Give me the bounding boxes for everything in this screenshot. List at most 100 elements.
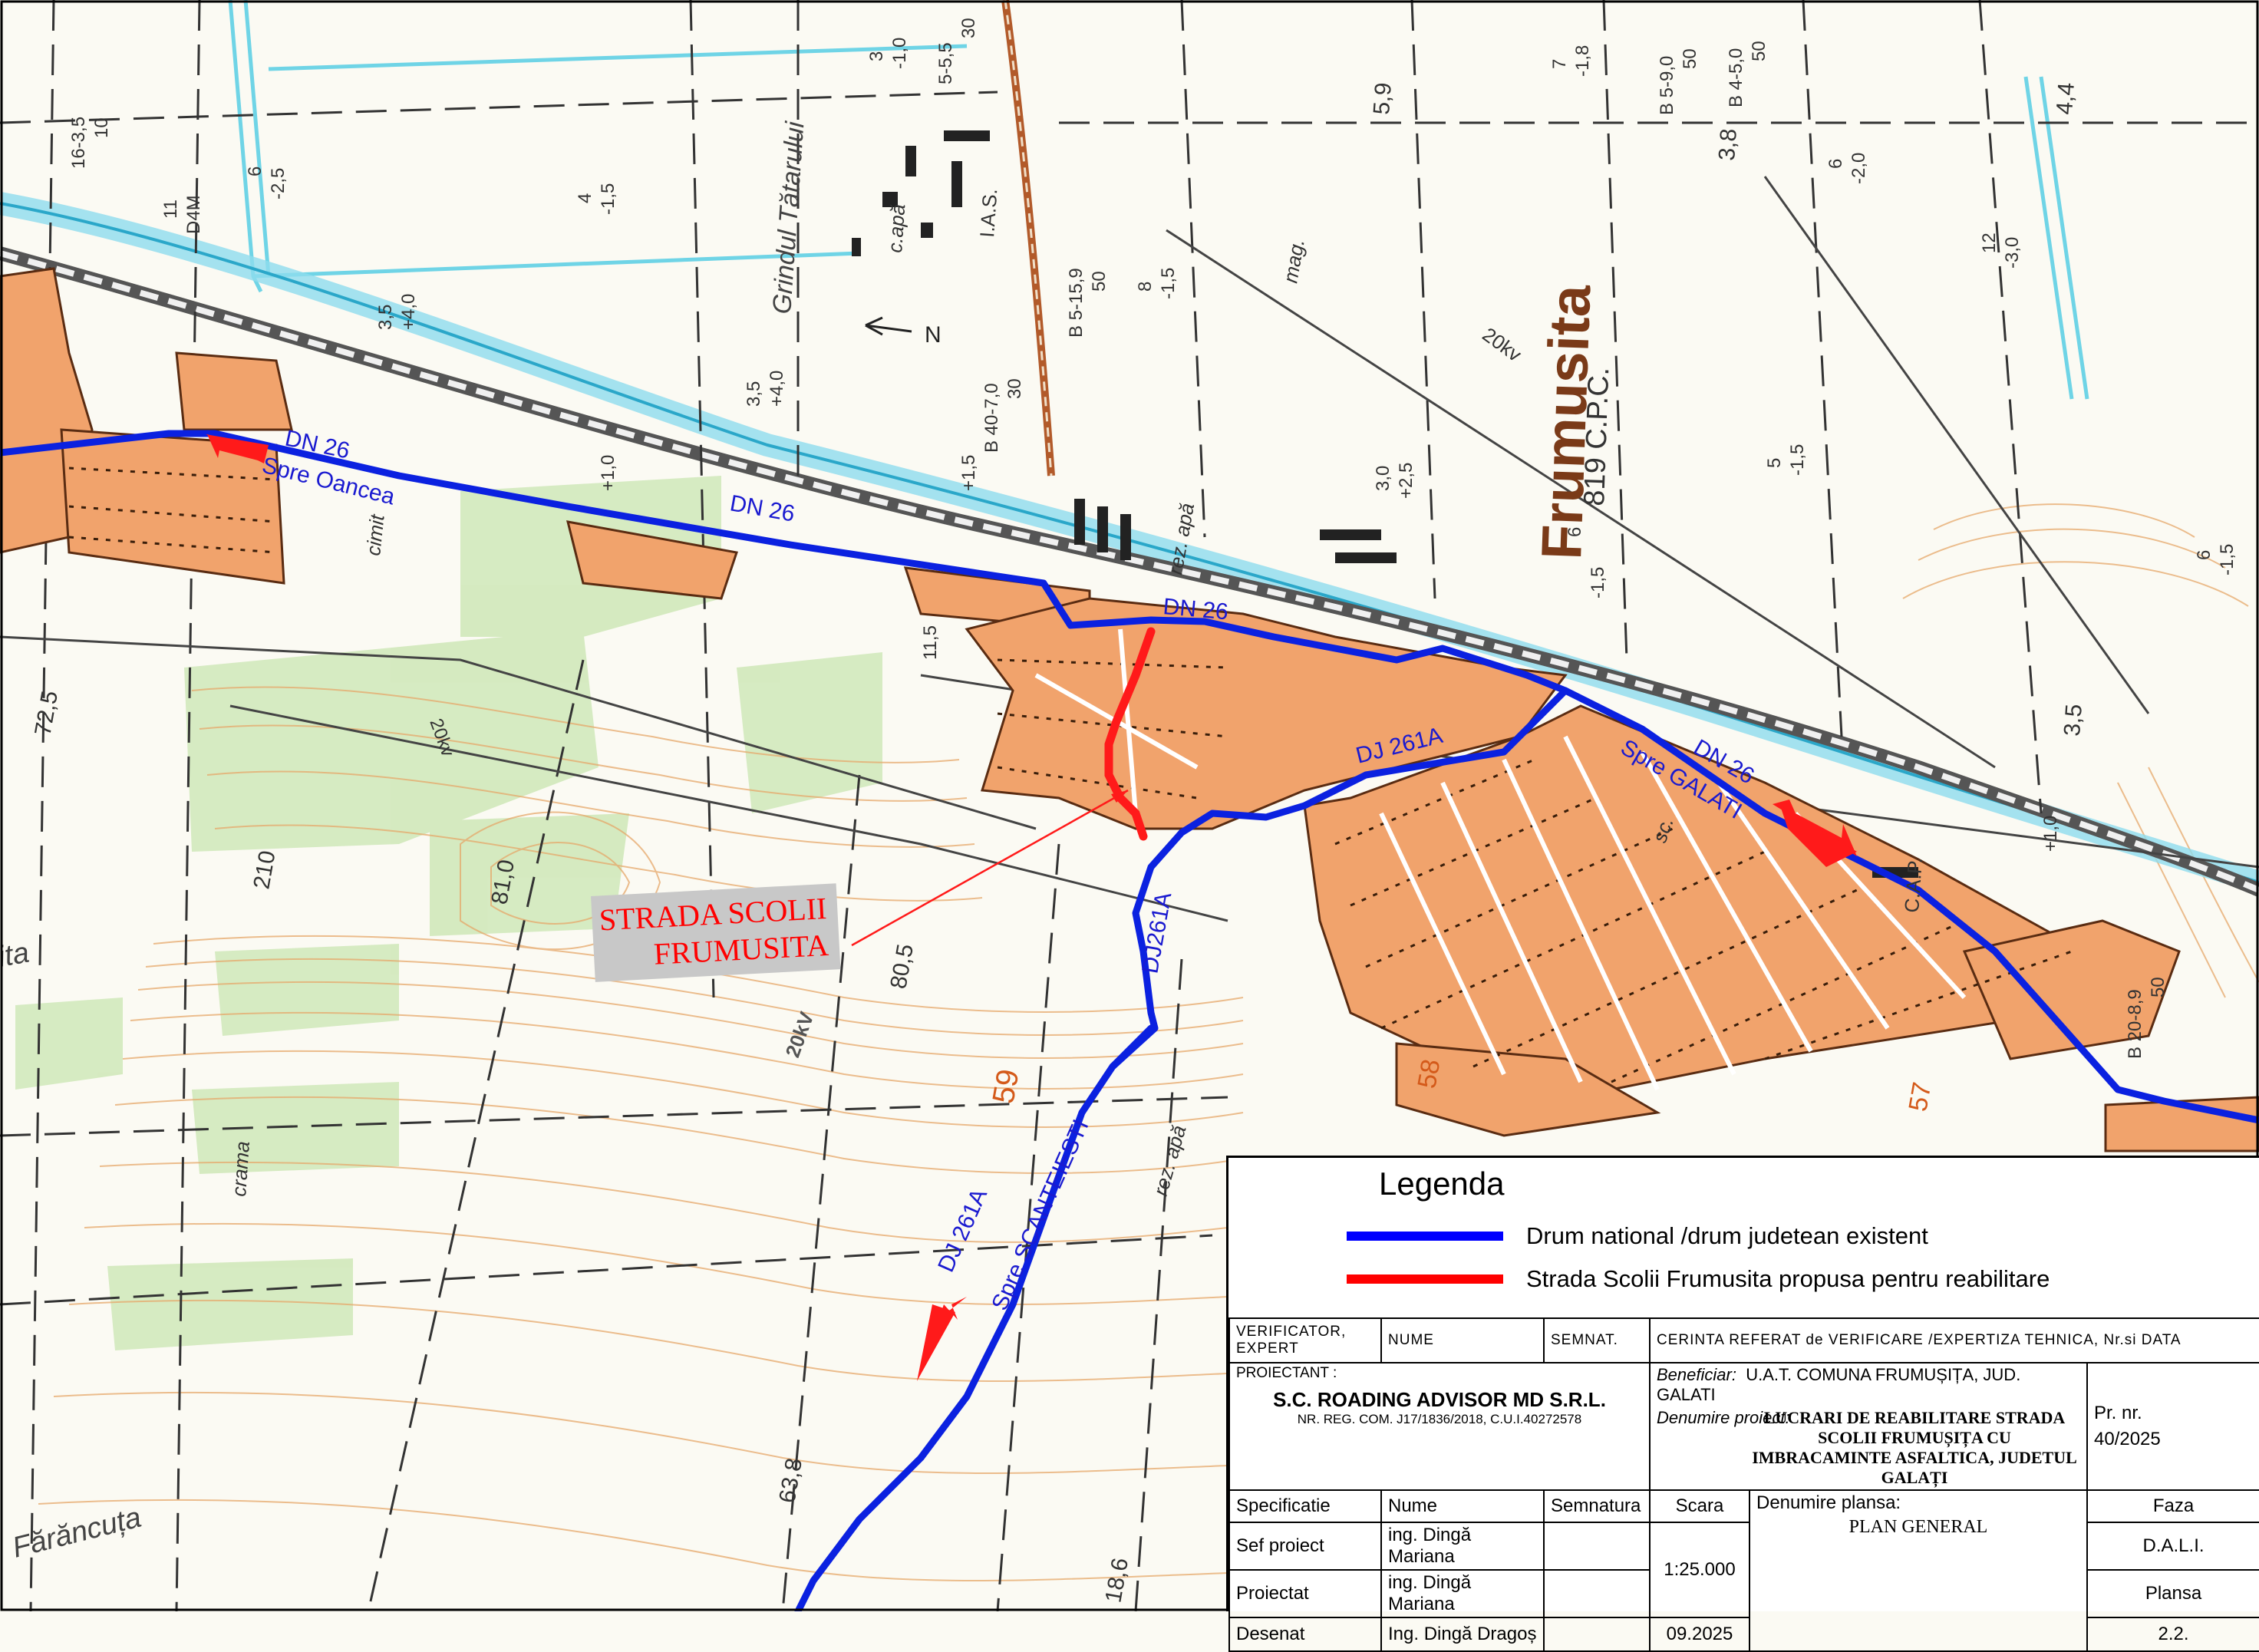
map-label-cap: C.A.P. [1900,857,1927,914]
grid-note-45: +1,0 [2040,816,2061,852]
tb-verificator: VERIFICATOR, EXPERT [1228,1317,1382,1363]
tb-plansa-cell: Denumire plansa: PLAN GENERAL [1749,1489,2088,1652]
tb-h-faza: Faza [2086,1489,2259,1523]
grid-note-39: 50 [2148,977,2168,997]
field-tracks [0,0,2259,1611]
grid-note-16: B 5-9,0 [1657,56,1677,115]
tb-semnat-header: SEMNAT. [1543,1317,1651,1363]
legend-label-proposed-road: Strada Scolii Frumusita propusa pentru r… [1526,1265,2050,1292]
grid-note-14: 7 [1549,59,1570,69]
tb-h-specificatie: Specificatie [1228,1489,1382,1523]
map-label-ita: ita [0,937,31,974]
grid-note-35: 30 [1004,378,1025,399]
grid-note-18: B 4-5,0 [1726,48,1746,107]
elevation-58: 58 [1412,1057,1446,1091]
grid-note-36: B 5-15,9 [1066,268,1087,338]
road-dn26 [0,430,2259,1124]
grid-note-42: 11,5 [920,625,941,660]
legend-swatch-blue [1347,1232,1503,1241]
map-label-crama: crama [227,1140,254,1197]
grid-note-23: -3,0 [2002,237,2023,269]
road-label-dn26-3: DN 26 [1162,594,1229,625]
grid-note-3: -2,5 [268,168,289,199]
tb-pr-nr: 40/2025 [2094,1429,2161,1449]
grid-note-37: 50 [1089,271,1110,292]
arrow-scanteiesti [921,1297,967,1373]
building-hatch [68,467,2073,1083]
grid-note-13: -1,0 [889,38,910,69]
settlement-areas [0,267,2259,1152]
grid-note-26: 5 [1764,458,1785,468]
grid-note-15: -1,8 [1572,45,1593,77]
grid-note-40: 11 [160,199,181,219]
grid-note-12: 3 [866,51,887,61]
grid-note-8: 4 [575,193,595,203]
tb-proiect-label: Denumire proiect: [1657,1408,1790,1427]
grid-note-1: 10 [91,117,112,138]
existing-roads [0,430,2259,1611]
tb-h-nume: Nume [1380,1489,1545,1523]
grid-note-4: 3,5 [375,305,396,330]
grid-note-38: B 20-8,9 [2125,989,2145,1059]
legend-title-block: Legenda Drum national /drum judetean exi… [1226,1156,2259,1652]
tb-sign-2 [1543,1617,1651,1652]
tb-h-semnatura: Semnatura [1543,1489,1651,1523]
railway [0,0,2259,897]
grid-note-28: 6 [1565,527,1585,537]
tb-name-0: ing. Dingă Mariana [1380,1522,1545,1571]
grid-note-31: -1,5 [2217,544,2238,575]
tb-name-1: ing. Dingă Mariana [1380,1569,1545,1618]
north-arrow: N [865,316,942,348]
grid-note-22: 12 [1979,232,2000,253]
title-block-table: VERIFICATOR, EXPERT NUME SEMNAT. CERINTA… [1228,1317,2259,1652]
tb-nume-header: NUME [1380,1317,1545,1363]
callout-strada-scolii: STRADA SCOLII FRUMUSITA [591,883,841,982]
arrow-head-scanteiesti [917,1304,955,1381]
map-label-ias: I.A.S. [975,188,1001,239]
grid-note-43: +1,5 [958,455,979,491]
contour-lines [38,503,2259,1581]
tb-h-denumire-plansa: Denumire plansa: [1756,1492,1901,1513]
tb-role-1: Proiectat [1228,1569,1382,1618]
elevation-3-5: 3,5 [2059,704,2087,737]
grid-note-34: B 40-7,0 [981,383,1002,453]
place-name-label: Frumusita [1529,283,1602,560]
tb-company: S.C. ROADING ADVISOR MD S.R.L. [1273,1388,1606,1411]
grid-note-33: +2,5 [1396,463,1416,499]
grid-note-6: 3,5 [744,381,764,407]
callout-leader-head [1111,790,1128,803]
tb-data: 09.2025 [1649,1617,1750,1652]
elevation-4-4: 4,4 [2052,82,2079,116]
grid-note-11: 30 [958,18,979,38]
tb-beneficiar: U.A.T. COMUNA FRUMUȘIȚA, JUD. GALATI [1657,1365,2021,1404]
legend-item-existing-road: Drum national /drum judetean existent [1347,1221,1928,1251]
grid-note-30: 6 [2194,550,2214,560]
road-dj261a-east [794,687,1569,1611]
grid-note-7: +4,0 [767,371,787,407]
road-dj261a-south [1109,1024,1155,1070]
elevation-3-8: 3,8 [1714,128,1742,162]
grid-note-29: -1,5 [1588,567,1608,598]
tb-plansa-nr: 2.2. [2086,1617,2259,1652]
tb-scara: 1:25.000 [1649,1522,1750,1618]
callout-leader [851,789,1129,947]
tb-proiect: LUCRARI DE REABILITARE STRADA SCOLII FRU… [1752,1408,2077,1487]
grid-note-17: 50 [1680,48,1700,69]
arrow-head-galati [1780,806,1857,867]
tb-h-scara: Scara [1649,1489,1750,1523]
north-arrow-label: N [925,322,942,348]
legend-label-existing-road: Drum national /drum judetean existent [1526,1222,1928,1249]
topographic-map: N Frumusita 819 C.P.C. DN 26 DN 26 DN 26… [0,0,2259,1611]
legend-title: Legenda [1379,1166,1505,1202]
tb-beneficiar-cell: Beneficiar: U.A.T. COMUNA FRUMUȘIȚA, JUD… [1649,1362,2088,1491]
tb-pr-nr-label: Pr. nr. [2094,1403,2142,1423]
tb-role-2: Desenat [1228,1617,1382,1652]
legend-swatch-red [1347,1274,1503,1284]
tb-sign-1 [1543,1569,1651,1618]
place-code-label: 819 C.P.C. [1578,367,1615,506]
grid-note-25: -1,5 [1158,268,1179,299]
grid-note-41: D4M [183,195,204,234]
elevation-5-9: 5,9 [1369,82,1397,116]
elevation-59: 59 [987,1067,1026,1106]
grid-note-24: 8 [1135,282,1156,292]
